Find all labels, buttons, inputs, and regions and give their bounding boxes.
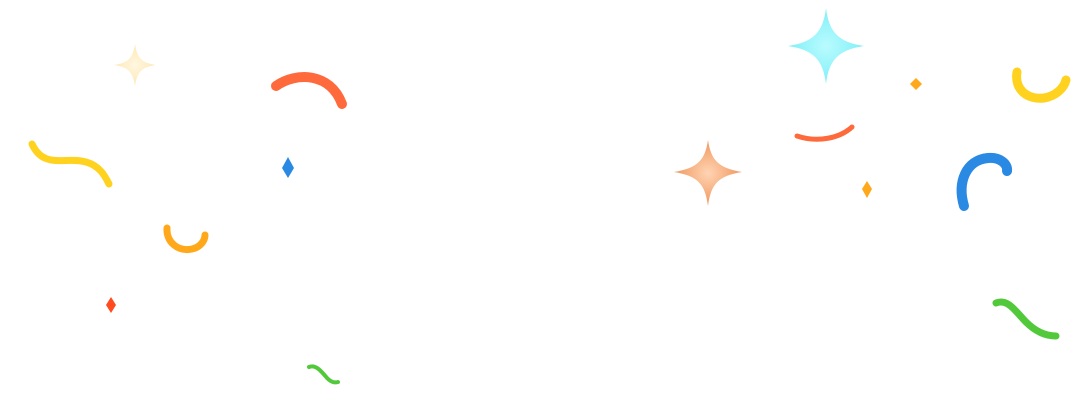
green-squiggle-small	[307, 364, 340, 385]
orange-cup-ribbon	[163, 224, 209, 254]
yellow-wave-ribbon	[28, 140, 113, 188]
green-squiggle-large	[992, 298, 1060, 340]
red-diamond	[106, 297, 116, 313]
red-orange-arc	[794, 124, 855, 142]
orange-diamond-top	[910, 78, 922, 90]
cyan-sparkle	[788, 8, 864, 84]
peach-sparkle	[674, 140, 742, 206]
blue-hook-ribbon	[956, 152, 1013, 211]
blue-diamond	[282, 157, 294, 178]
orange-diamond-mid	[862, 181, 872, 198]
cream-sparkle	[114, 44, 156, 86]
yellow-cup-ribbon	[1012, 67, 1071, 103]
red-orange-ribbon	[271, 72, 347, 109]
